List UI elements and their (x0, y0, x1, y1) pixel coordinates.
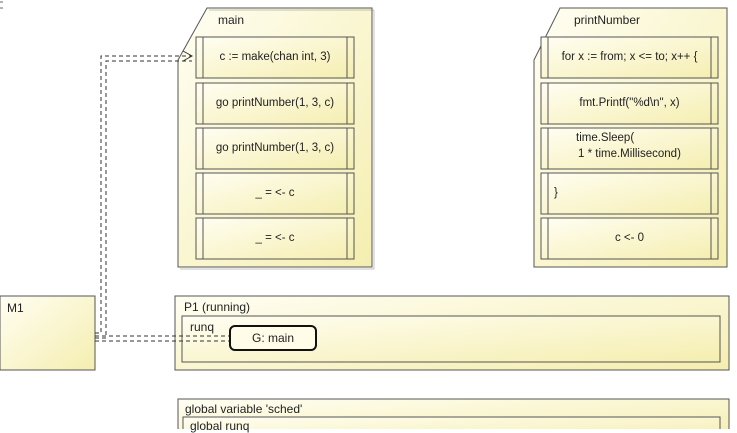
print-stmt-sleep: time.Sleep( 1 * time.Millisecond) (548, 128, 711, 169)
main-stmt-go-print-2: go printNumber(1, 3, c) (215, 142, 335, 154)
m1-to-main-dependency (95, 50, 194, 334)
print-stmt-printf: fmt.Printf("%d\n", x) (579, 97, 680, 109)
main-frame-title: main (218, 13, 245, 27)
main-stmt-go-print-1: go printNumber(1, 3, c) (215, 97, 335, 109)
goroutine-main-node: G: main (229, 325, 317, 351)
print-cells (540, 36, 719, 260)
runq-label: runq (190, 320, 215, 334)
print-stmt-sleep-line-2: 1 * time.Millisecond) (578, 148, 681, 160)
print-stmt-for-loop: for x := from; x <= to; x++ { (561, 51, 698, 63)
m1-to-main-dependency-2 (95, 60, 192, 339)
main-stmt-receive-2: _ = <- c (255, 232, 295, 244)
print-number-frame-title: printNumber (574, 13, 641, 27)
p1-label: P1 (running) (184, 300, 251, 314)
main-stmt-receive-1: _ = <- c (255, 187, 295, 199)
m1-box (0, 295, 96, 371)
main-stmt-make-chan: c := make(chan int, 3) (219, 51, 331, 63)
main-cells (195, 36, 355, 260)
print-stmt-send-zero: c <- 0 (614, 232, 645, 244)
global-runq-box (182, 416, 721, 429)
m1-label: M1 (7, 301, 24, 315)
print-stmt-sleep-line-1: time.Sleep( (576, 132, 635, 144)
edge-mark (0, 1, 3, 9)
sched-label: global variable 'sched' (185, 402, 303, 416)
global-runq-label: global runq (190, 419, 250, 433)
print-stmt-close-brace: } (554, 187, 558, 199)
